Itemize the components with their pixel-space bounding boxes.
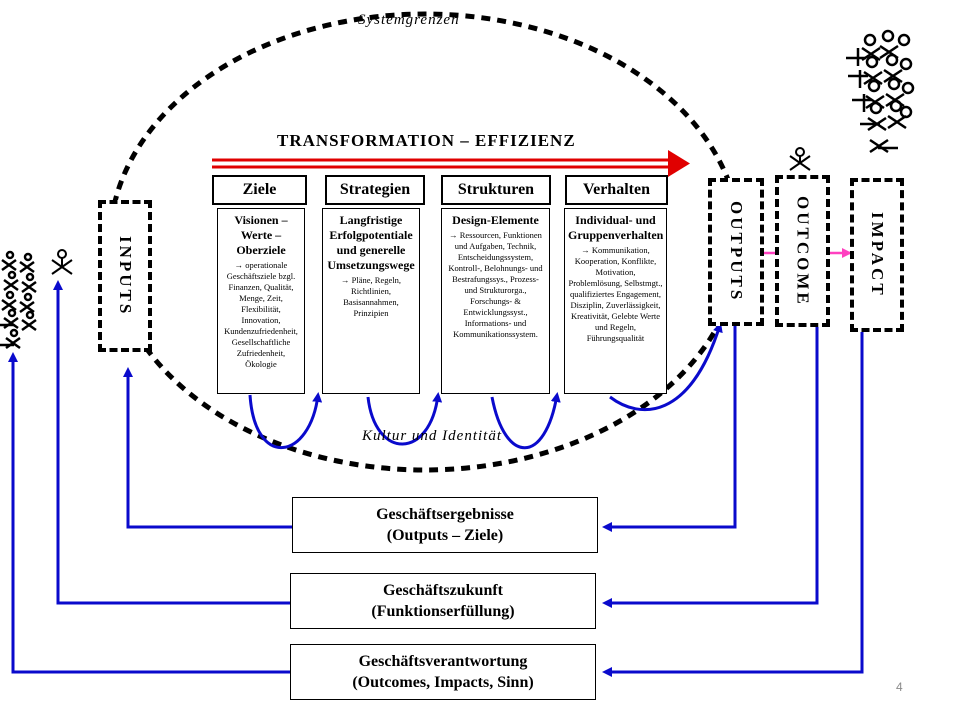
column-body-items: → Kommunikation, Kooperation, Konflikte,…: [568, 245, 663, 343]
column-body-strukturen: Design-Elemente → Ressourcen, Funktionen…: [441, 208, 550, 394]
impact-box: IMPACT: [850, 178, 904, 332]
feedback-lines: [8, 280, 864, 677]
column-body-ziele: Visionen – Werte – Oberziele → operation…: [217, 208, 305, 394]
column-body-strategien: Langfristige Erfolgpotentiale und genere…: [322, 208, 420, 394]
transformation-title: TRANSFORMATION – EFFIZIENZ: [277, 131, 576, 150]
result-box-geschaeftsergebnisse: Geschäftsergebnisse (Outputs – Ziele): [292, 497, 598, 553]
inputs-label: INPUTS: [116, 235, 135, 317]
column-body-heading: Visionen – Werte – Oberziele: [234, 213, 288, 257]
column-body-verhalten: Individual- und Gruppenverhalten → Kommu…: [564, 208, 667, 394]
result-box-title: Geschäftszukunft: [382, 582, 503, 599]
column-body-items: → Pläne, Regeln, Richtlinien, Basisannah…: [341, 275, 401, 318]
outputs-box: OUTPUTS: [708, 178, 764, 326]
column-header-strategien: Strategien: [325, 175, 425, 205]
result-box-title: Geschäftsergebnisse: [376, 506, 514, 523]
culture-label: Kultur und Identität: [362, 428, 502, 444]
result-box-subtitle: (Outputs – Ziele): [386, 527, 504, 544]
column-header-verhalten: Verhalten: [565, 175, 668, 205]
result-box-geschaeftszukunft: Geschäftszukunft (Funktionserfüllung): [290, 573, 596, 629]
column-body-items: → operationale Geschäftsziele bzgl. Fina…: [224, 260, 298, 369]
transformation-arrow: [212, 150, 690, 177]
column-header-ziele: Ziele: [212, 175, 307, 205]
stick-figure-crowd-icon: [846, 29, 915, 154]
column-body-heading: Individual- und Gruppenverhalten: [568, 213, 664, 242]
impact-label: IMPACT: [868, 212, 887, 298]
stick-figure-crowd-icon: [0, 250, 37, 350]
system-boundary-label: Systemgrenzen: [358, 12, 460, 28]
stick-figure-icon: [51, 249, 73, 275]
column-body-items: → Ressourcen, Funktionen und Aufgaben, T…: [448, 230, 543, 339]
page-number: 4: [896, 680, 903, 694]
column-header-strukturen: Strukturen: [441, 175, 551, 205]
result-box-subtitle: (Funktionserfüllung): [371, 603, 515, 620]
outputs-label: OUTPUTS: [727, 201, 746, 303]
column-body-heading: Langfristige Erfolgpotentiale und genere…: [327, 213, 415, 272]
result-box-subtitle: (Outcomes, Impacts, Sinn): [352, 674, 534, 691]
outcome-box: OUTCOME: [775, 175, 830, 327]
result-box-geschaeftsverantwortung: Geschäftsverantwortung (Outcomes, Impact…: [290, 644, 596, 700]
outcome-label: OUTCOME: [793, 195, 813, 307]
culture-loops: [248, 322, 723, 450]
column-body-heading: Design-Elemente: [452, 213, 539, 227]
result-box-title: Geschäftsverantwortung: [358, 653, 528, 670]
inputs-box: INPUTS: [98, 200, 152, 352]
stick-figure-icon: [789, 147, 811, 171]
